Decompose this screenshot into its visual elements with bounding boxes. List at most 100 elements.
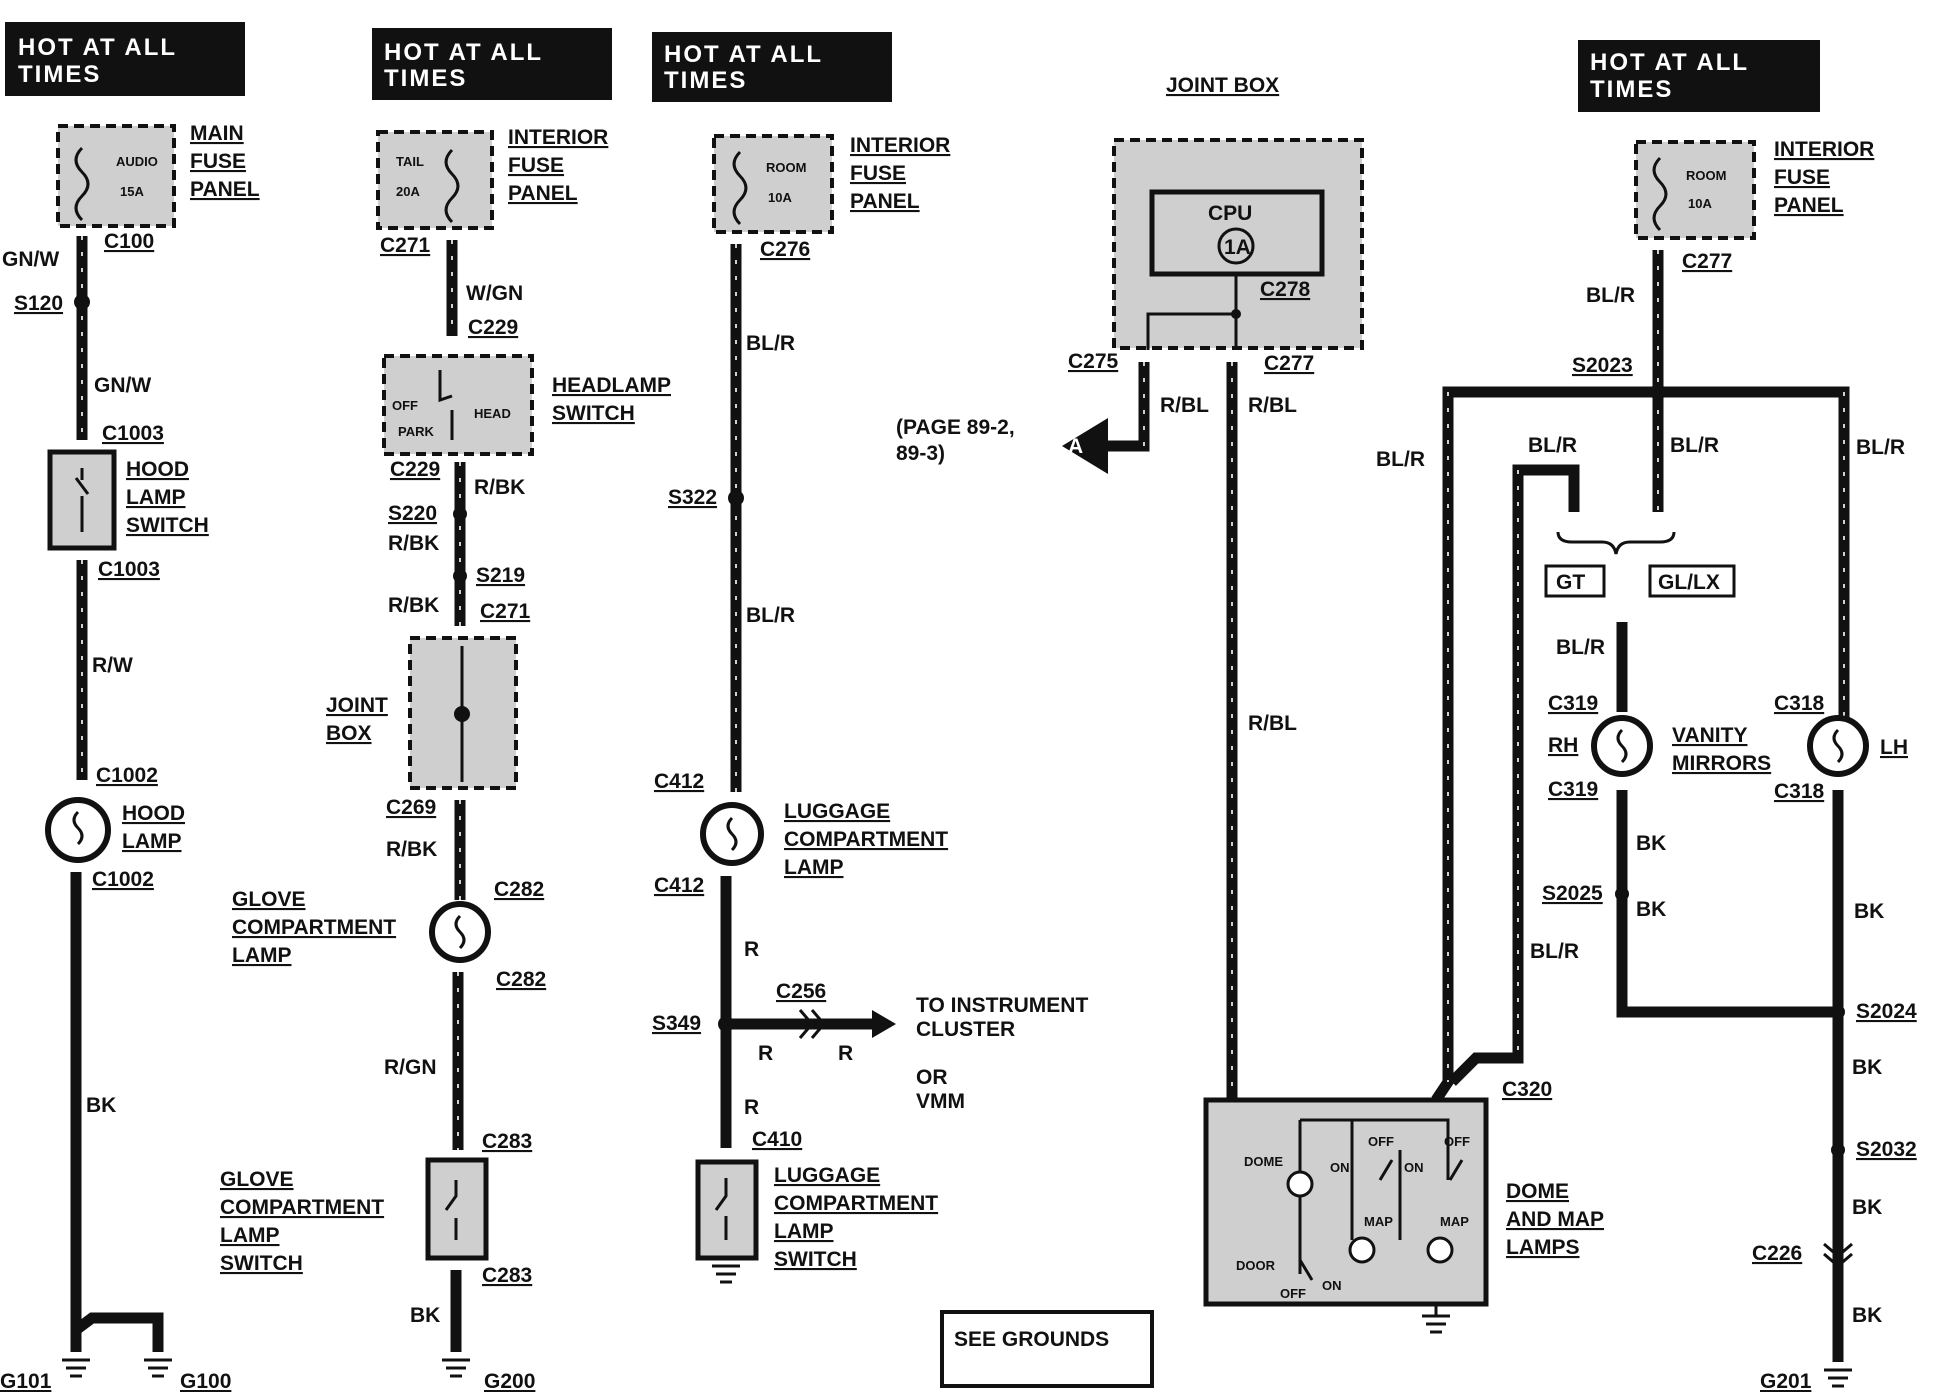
lamp-filament-icon: [72, 810, 84, 846]
wire-label-gnw-2: GN/W: [94, 374, 151, 397]
connector-c256: C256: [776, 980, 826, 1003]
splice-s120: [74, 294, 90, 310]
connector-c276: C276: [760, 238, 810, 261]
luggage-lamp-label-1: LUGGAGE: [784, 800, 890, 823]
vanity-mirrors-label-2: MIRRORS: [1672, 752, 1771, 775]
hot-label-3-line2: TIMES: [664, 67, 747, 94]
splice-s219: [453, 569, 467, 583]
lamp-filament-icon: [454, 914, 466, 950]
splice-label-s2032: S2032: [1856, 1138, 1917, 1161]
wire-blr-left-loop: [1431, 386, 1658, 1104]
circuit-vanity-dome: ROOM 10A INTERIOR FUSE PANEL C277 BL/R S…: [1203, 138, 1917, 1392]
hot-label-2-line1: HOT AT ALL: [384, 39, 543, 66]
tail-fuse-rating: 20A: [396, 184, 420, 199]
reference-a-icon: [1062, 418, 1108, 474]
connector-c412-top: C412: [654, 770, 704, 793]
wire-label-bk-lh-3: BK: [1852, 1196, 1882, 1219]
wire-label-rbk-4: R/BK: [386, 838, 437, 861]
dome-inner-off-2: OFF: [1444, 1134, 1470, 1149]
wire-rbl-a: [1108, 362, 1150, 452]
connector-c275: C275: [1068, 350, 1119, 373]
dome-inner-on-3: ON: [1322, 1278, 1342, 1293]
joint-box-left-label-2: BOX: [326, 722, 372, 745]
hood-lamp-label-2: LAMP: [122, 830, 182, 853]
splice-label-s2025: S2025: [1542, 882, 1603, 905]
wire-label-blr-left: BL/R: [1376, 448, 1425, 471]
wire-label-blr-right: BL/R: [1856, 436, 1905, 459]
or-vmm-label-2: VMM: [916, 1090, 965, 1113]
wire-label-bk-rh-1: BK: [1636, 832, 1666, 855]
wire-bk-hood: [70, 872, 164, 1352]
connector-c410: C410: [752, 1128, 802, 1151]
hot-label-3: HOT AT ALL TIMES: [652, 32, 892, 102]
tail-fuse-panel-label-3: PANEL: [508, 182, 578, 205]
headlamp-switch-label-1: HEADLAMP: [552, 374, 671, 397]
hood-lamp-switch-label-3: SWITCH: [126, 514, 209, 537]
main-fuse-panel-label-1: MAIN: [190, 122, 244, 145]
connector-c320: C320: [1502, 1078, 1552, 1101]
connector-c256-icon: [798, 1009, 826, 1039]
wire-label-bk-rh-2: BK: [1636, 898, 1666, 921]
circuit-hood-lamp: AUDIO 15A MAIN FUSE PANEL C100 GN/W S120…: [0, 122, 260, 1392]
connector-c319-top: C319: [1548, 692, 1598, 715]
hot-label-4-line1: HOT AT ALL: [1590, 49, 1749, 76]
cpu-fuse-label: 1A: [1224, 236, 1251, 259]
connector-c277-left: C277: [1264, 352, 1314, 375]
dome-bulb-icon: [1286, 1170, 1314, 1198]
connector-c229-bottom: C229: [390, 458, 440, 481]
page-ref-label-2: 89-3): [896, 442, 945, 465]
lamp-filament-icon: [1832, 728, 1844, 764]
wire-label-bk-lh-4: BK: [1852, 1304, 1882, 1327]
luggage-switch-label-4: SWITCH: [774, 1248, 857, 1271]
room-fuse-1-panel-label-3: PANEL: [850, 190, 920, 213]
wire-label-blr-lug-1: BL/R: [746, 332, 795, 355]
splice-label-s2023: S2023: [1572, 354, 1633, 377]
dome-map-lamp-assembly: [1203, 1097, 1489, 1307]
wire-label-rbl-1: R/BL: [1160, 394, 1209, 417]
connector-c282-top: C282: [494, 878, 544, 901]
ground-g101-icon: [62, 1358, 90, 1378]
glove-lamp-label-3: LAMP: [232, 944, 292, 967]
wire-label-bk-glove: BK: [410, 1304, 440, 1327]
vanity-mirrors-label-1: VANITY: [1672, 724, 1747, 747]
fuse-icon: [1652, 156, 1668, 232]
connector-c283-bottom: C283: [482, 1264, 532, 1287]
ground-label-g200: G200: [484, 1370, 535, 1392]
room-fuse-2-panel-label-3: PANEL: [1774, 194, 1844, 217]
connector-c319-bottom: C319: [1548, 778, 1598, 801]
glove-lamp-label-1: GLOVE: [232, 888, 306, 911]
wire-label-blr-gt: BL/R: [1528, 434, 1577, 457]
splice-s2032: [1831, 1143, 1845, 1157]
circuit-glove-lamp: TAIL 20A INTERIOR FUSE PANEL C271 W/GN C…: [220, 126, 671, 1392]
instrument-cluster-label-2: CLUSTER: [916, 1018, 1015, 1041]
dome-inner-map-1: MAP: [1364, 1214, 1393, 1229]
room-fuse-2-panel-label-1: INTERIOR: [1774, 138, 1874, 161]
connector-c278: C278: [1260, 278, 1311, 301]
joint-box-node-icon: [454, 706, 470, 722]
switch-contact-icon: [74, 468, 90, 532]
option-brace-icon: [1556, 531, 1676, 555]
headlamp-switch-label-2: SWITCH: [552, 402, 635, 425]
map-bulb-1-icon: [1348, 1236, 1376, 1264]
luggage-switch-label-2: COMPARTMENT: [774, 1192, 938, 1215]
splice-s220: [453, 507, 467, 521]
hot-label-1: HOT AT ALL TIMES: [5, 22, 245, 96]
wire-label-rbl-3: R/BL: [1248, 712, 1297, 735]
headlamp-pos-head: HEAD: [474, 406, 511, 421]
dome-inner-dome: DOME: [1244, 1154, 1283, 1169]
connector-c269: C269: [386, 796, 436, 819]
vanity-lh-label: LH: [1880, 736, 1908, 759]
tail-fuse-panel-label-2: FUSE: [508, 154, 564, 177]
splice-label-s2024: S2024: [1856, 1000, 1917, 1023]
connector-c226-icon: [1823, 1242, 1853, 1268]
option-gllx-box: [1648, 564, 1736, 598]
connector-c1003-bottom: C1003: [98, 558, 160, 581]
wire-label-r-4: R: [744, 1096, 759, 1119]
ground-g100-icon: [144, 1358, 172, 1378]
connector-c1002-bottom: C1002: [92, 868, 154, 891]
connector-c318-top: C318: [1774, 692, 1825, 715]
reference-a-label: A: [1068, 435, 1083, 458]
connector-c271-top: C271: [380, 234, 431, 257]
splice-label-s322: S322: [668, 486, 717, 509]
wire-label-blr-lug-2: BL/R: [746, 604, 795, 627]
